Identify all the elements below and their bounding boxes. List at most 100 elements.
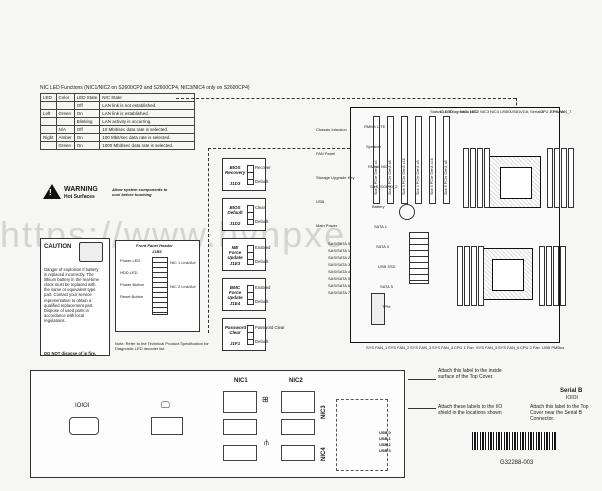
jumper-pins [247,205,254,225]
board-label: Serial A [530,109,544,114]
nic2-label: NIC2 [289,378,303,384]
caution-line: clock must be replaced with [44,282,96,288]
table-cell: N/A [55,125,75,134]
serial-b-glyph: IOIOI [566,395,578,401]
caution-line: qualified replacement part. [44,302,94,308]
table-cell: Green [55,141,75,150]
slot-label: Slot 2 PCIe Gen3 x8 [388,160,392,195]
serial-b-title: Serial B [560,388,583,394]
usb-port-d [281,445,315,461]
jumper-option: Default [255,219,269,224]
usb-port-a [223,419,257,435]
jumper-label: BIOS Default [227,205,243,215]
table-cell [40,101,57,110]
board-label: VGA [520,109,529,114]
usb-label: USB 3 [379,448,391,453]
battery-icon [399,204,415,220]
usb-label: USB 1 [379,436,391,441]
jumper-option: Recover [255,165,271,170]
dimm-slot [547,148,553,208]
dimm-slot [457,246,463,306]
board-label: TPM [382,304,391,309]
jumper-option: Clear [255,205,266,210]
cpu2-socket [489,156,541,208]
table-header: Color [55,93,75,102]
board-label: SYS FAN_5 [476,345,498,350]
attach-serial-b-note: Attach this label to the Top Cover near … [530,404,589,422]
dimm-slot [546,246,552,306]
jumper-option: Enabled [255,245,271,250]
table-cell: 100 Mbit/sec data rate is selected. [99,133,196,142]
table-cell [40,125,57,134]
slot-label: Slot 4 PCIe Gen3 x8 [416,160,420,195]
nic4-label: NIC4 [321,447,327,461]
table-cell: Off [73,125,101,134]
front-panel-pin-label: HDD LED [120,270,138,275]
vga-port [151,417,183,435]
table-cell: LAN activity is occurring. [99,117,196,126]
caution-line: regulations. [44,317,66,323]
board-label: Storage Upgrade Key [316,175,355,180]
board-label: SAS/SATA 5 [328,276,351,281]
board-label: NIC1 [460,109,470,114]
caution-line: Dispose of used parts in [44,307,89,313]
pcie-slot: Slot 3 PCIe Gen3 x16 [401,116,408,204]
board-label: FAN Panel [316,151,336,156]
leader-line [208,148,209,333]
table-cell [40,141,57,150]
caution-line: part. Contact your service [44,292,92,298]
board-label: SAS_SGPIO_2 [370,184,398,189]
dimm-slot [554,148,560,208]
board-label: USB0 [500,109,511,114]
front-panel-pin-label: Power LED [120,258,141,263]
caution-line: accordance with local [44,312,85,318]
jumper-id: J1E4 [229,301,241,306]
leader-line [176,98,516,99]
board-label: RMM4 LITE [364,124,386,129]
nic-table-title: NIC LED Functions (NIC1/NIC2 on S2600CP2… [40,85,250,91]
jumper-pins [247,325,254,345]
front-panel-pin-label: Reset Button [120,294,144,299]
dimm-slot [561,148,567,208]
dimm-slot [477,148,483,208]
board-label: NIC3 [480,109,490,114]
table-cell [55,101,75,110]
caution-line: Danger of explosion if battery [44,267,99,272]
pcie-slot: Slot 1 PCIe Gen2 x4 [373,116,380,204]
board-label: Diagnostic LED [450,109,478,114]
jumper-pins [247,165,254,185]
usb-icon: ⫛ [264,438,269,447]
caution-bold-line: DO NOT dispose of in fire. [44,351,97,356]
dimm-slot [470,148,476,208]
warning-subtitle: Hot Surfaces [64,194,95,200]
battery-fire-icon [79,242,103,262]
jumper-option: Enabled [255,285,271,290]
board-label: CPU 1 Fan [454,345,474,350]
board-label: Status LED [430,109,451,114]
table-cell: Green [55,109,75,118]
table-cell: Blinking [73,117,101,126]
board-label: ID LED [440,109,453,114]
table-cell: On [73,133,101,142]
board-label: SAS/SATA 0 [328,241,351,246]
table-header-row: LED Color LED State NIC State [40,93,196,102]
pcie-slot: Slot 6 PCIe Gen3 x8 [443,116,450,204]
nic3-label: NIC3 [321,405,327,419]
board-label: Main Power [316,223,338,228]
dimm-slot [464,246,470,306]
leader-line [516,98,517,110]
board-label: SAS/SATA 3 [328,262,351,267]
header-pins [152,257,168,315]
table-cell [55,117,75,126]
board-label: SATA 5 [380,284,393,289]
board-label: Speaker [366,144,381,149]
board-label: NIC4 [490,109,500,114]
leader-line [208,148,350,149]
